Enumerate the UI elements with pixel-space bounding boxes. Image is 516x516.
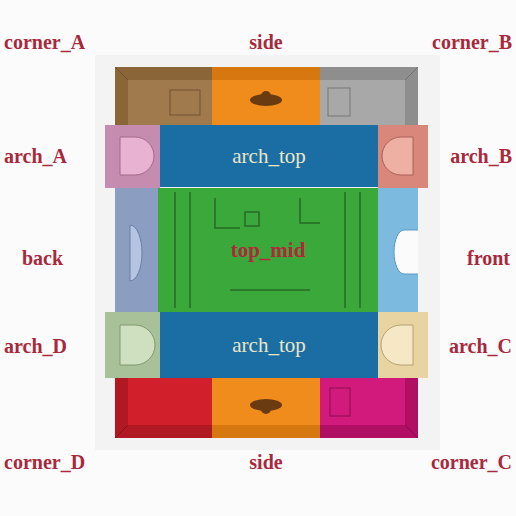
part-label: side — [249, 31, 282, 54]
arch-top-band: arch_top — [160, 312, 378, 378]
part-label: arch_D — [4, 335, 67, 358]
part-label: back — [22, 247, 63, 270]
part-label: corner_B — [432, 31, 512, 54]
part-label: side — [249, 451, 282, 474]
part-label: corner_C — [431, 451, 512, 474]
part-label: arch_A — [4, 145, 67, 168]
part-label: corner_D — [4, 451, 85, 474]
part-label: arch_C — [449, 335, 512, 358]
part-name: arch_top — [232, 144, 305, 169]
part-label: front — [467, 247, 510, 270]
part-name: top_mid — [227, 238, 310, 263]
part-label: arch_B — [450, 145, 512, 168]
arch-top-band: arch_top — [160, 125, 378, 187]
part-label: corner_A — [4, 31, 85, 54]
top-mid-panel: top_mid — [158, 188, 378, 312]
part-name: arch_top — [232, 333, 305, 358]
